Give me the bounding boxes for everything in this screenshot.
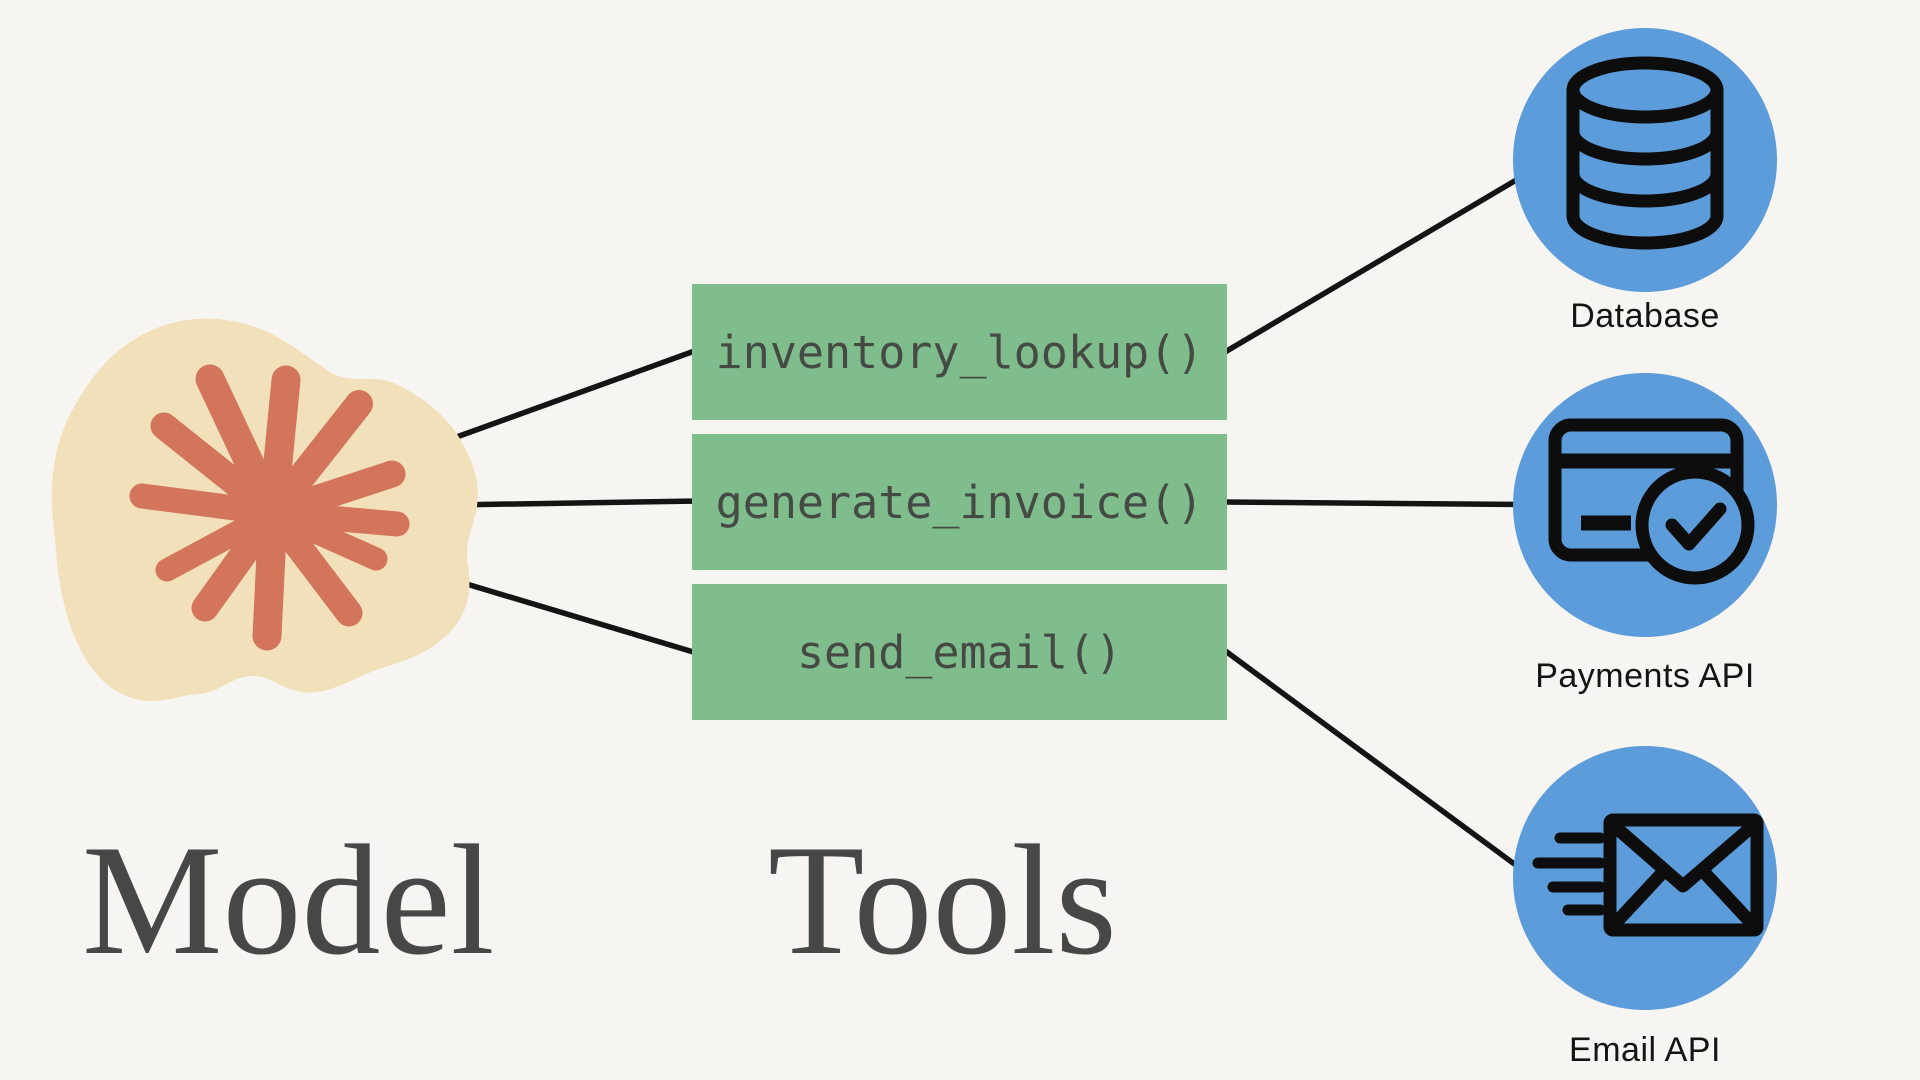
tool-function-label: generate_invoice()	[715, 475, 1204, 529]
tools-heading: Tools	[768, 813, 1117, 988]
connector-inventory-database-line	[1217, 160, 1548, 358]
credit-card-check-icon	[1548, 418, 1755, 585]
tool-function-label: send_email()	[796, 625, 1123, 679]
database-icon	[1566, 56, 1724, 250]
claude-spark-icon	[129, 364, 410, 651]
connector-model-invoice-line	[447, 498, 703, 508]
service-circle-database	[1513, 28, 1777, 292]
service-circle-email-api	[1513, 746, 1777, 1010]
connector-email-emailapi-line	[1217, 644, 1558, 897]
service-label-database: Database	[1570, 297, 1720, 335]
tool-box-inventory-lookup: inventory_lookup()	[692, 284, 1227, 420]
model-heading: Model	[82, 813, 495, 988]
tool-box-send-email: send_email()	[692, 584, 1227, 720]
service-circle-payments-api	[1513, 373, 1777, 637]
connector-lines	[437, 160, 1583, 897]
tool-box-generate-invoice: generate_invoice()	[692, 434, 1227, 570]
email-send-icon	[1532, 813, 1764, 937]
connector-model-email-line	[437, 573, 703, 657]
tool-function-label: inventory_lookup()	[715, 325, 1204, 379]
service-label-payments-api: Payments API	[1535, 657, 1755, 695]
connector-model-inventory-line	[437, 346, 703, 446]
service-label-email-api: Email API	[1569, 1031, 1721, 1069]
